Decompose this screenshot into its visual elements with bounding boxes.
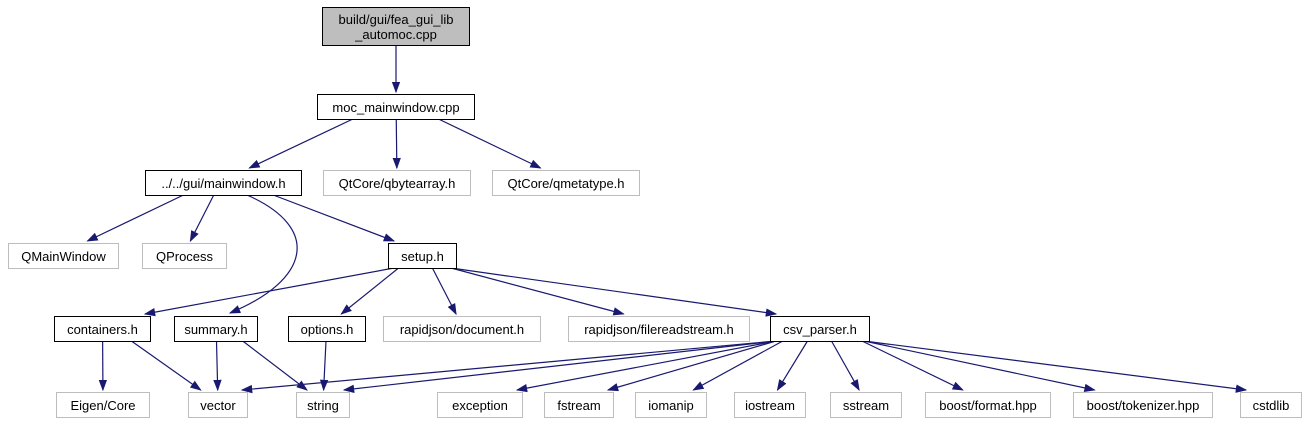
edge-group [86,45,1248,394]
edge-summary-string [242,340,308,391]
node-qmainwindow: QMainWindow [8,243,119,269]
node-sstream: sstream [830,392,902,418]
node-csvparser[interactable]: csv_parser.h [770,316,870,342]
node-automoc: build/gui/fea_gui_lib _automoc.cpp [322,7,470,46]
node-qbytearray: QtCore/qbytearray.h [323,170,471,196]
edge-csvparser-iomanip [692,340,784,391]
node-string: string [296,392,350,418]
edge-setup-containers [143,267,395,317]
node-filereadstream: rapidjson/filereadstream.h [568,316,750,342]
edge-options-string [319,340,329,392]
node-options[interactable]: options.h [288,316,366,342]
edge-csvparser-exception [515,340,777,393]
node-fstream: fstream [544,392,614,418]
edge-csvparser-cstdlib [863,340,1248,393]
edge-csvparser-iostream [776,340,809,392]
node-vector: vector [188,392,248,418]
node-exception: exception [437,392,523,418]
edge-setup-options [340,267,400,315]
edge-mainwindow-qprocess [189,194,215,243]
node-cstdlib: cstdlib [1240,392,1302,418]
edge-mainwindow-setup [273,194,396,242]
edge-moc-mainwindow [248,118,354,169]
edge-csvparser-vector [240,340,777,394]
edge-moc-qmetatype [438,118,542,169]
edge-csvparser-boosttokenizer [863,340,1096,392]
edge-summary-vector [213,340,222,392]
edge-setup-document [431,267,457,316]
node-mainwindow[interactable]: ../../gui/mainwindow.h [145,170,302,196]
node-iomanip: iomanip [635,392,707,418]
node-moc[interactable]: moc_mainwindow.cpp [317,94,475,120]
node-iostream: iostream [734,392,806,418]
edge-containers-vector [131,340,202,391]
node-document: rapidjson/document.h [383,316,541,342]
node-summary[interactable]: summary.h [174,316,258,342]
node-setup[interactable]: setup.h [388,243,457,269]
node-containers[interactable]: containers.h [54,316,151,342]
edge-csvparser-boostformat [861,340,964,391]
edge-setup-filereadstream [450,267,625,316]
edge-csvparser-string [342,340,777,394]
edge-mainwindow-summary [228,194,298,314]
edge-moc-qbytearray [392,118,401,170]
node-boosttokenizer: boost/tokenizer.hpp [1073,392,1213,418]
edge-csvparser-fstream [606,340,777,392]
node-boostformat: boost/format.hpp [925,392,1051,418]
edge-csvparser-sstream [830,340,860,392]
node-qprocess: QProcess [142,243,227,269]
node-eigencore: Eigen/Core [56,392,150,418]
node-qmetatype: QtCore/qmetatype.h [492,170,640,196]
edge-mainwindow-qmainwindow [86,194,184,242]
edge-setup-csvparser [450,267,778,317]
